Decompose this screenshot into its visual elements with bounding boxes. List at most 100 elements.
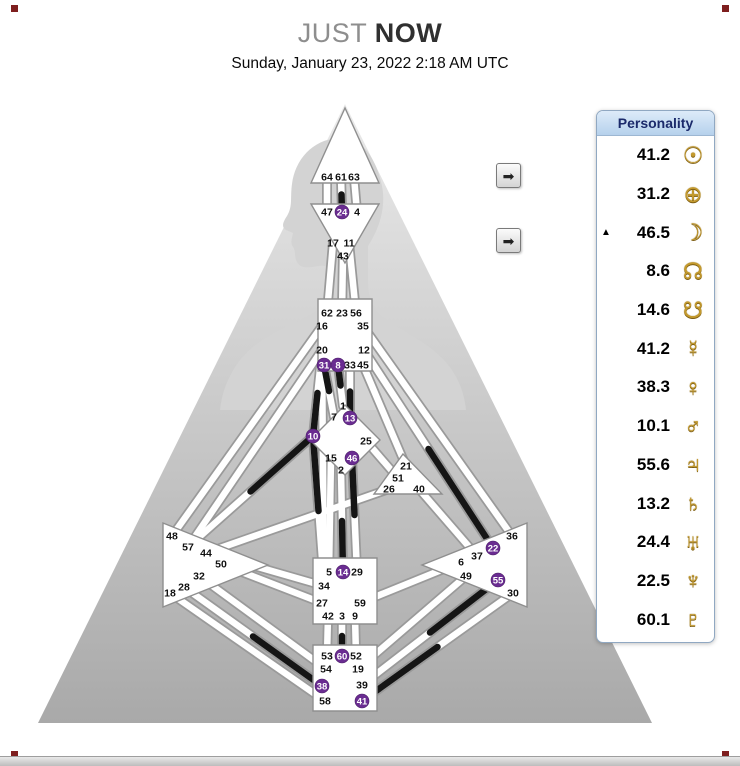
gate-63: 63: [348, 171, 360, 183]
gate-line-value: 8.6: [646, 261, 670, 281]
channel-segment: [195, 572, 330, 673]
gate-52: 52: [350, 650, 362, 662]
channel-segment: [425, 445, 497, 552]
personality-row-mercury: 41.2☿: [601, 329, 709, 368]
gate-54: 54: [320, 663, 332, 675]
gate-3: 3: [339, 610, 345, 622]
gate-55-activated: [490, 572, 506, 588]
gate-line-value: 10.1: [636, 416, 670, 436]
pluto-icon: ♇: [684, 606, 702, 633]
gate-38: 38: [317, 681, 328, 692]
gate-7: 7: [331, 411, 337, 423]
personality-row-venus: 38.3 ♀: [601, 368, 709, 407]
gate-64: 64: [321, 171, 333, 183]
personality-row-saturn: 13.2♄: [601, 484, 709, 523]
step-forward-button-1[interactable]: ➡: [496, 163, 521, 188]
gate-28: 28: [178, 581, 190, 593]
jupiter-icon: ♃: [684, 451, 702, 478]
personality-row-mars: 10.1♂: [601, 407, 709, 446]
gate-29: 29: [351, 566, 363, 578]
channel-segment: [166, 589, 329, 705]
step-forward-button-2[interactable]: ➡: [496, 228, 521, 253]
gate-24: 24: [337, 207, 348, 218]
gate-26: 26: [383, 483, 395, 495]
gate-62: 62: [321, 307, 333, 319]
gate-10-activated: [305, 428, 321, 444]
gate-line-value: 38.3: [636, 377, 670, 397]
channel-segment: [202, 485, 393, 557]
center-ajna: [309, 203, 381, 265]
gate-8: 8: [335, 360, 340, 371]
gate-22: 22: [488, 543, 499, 554]
gate-38-activated: [314, 678, 330, 694]
gate-line-value: 41.2: [636, 338, 670, 358]
center-head: [309, 106, 381, 184]
personality-panel: Personality 41.2☉31.2⊕▲46.5☽8.6☊14.6☋41.…: [596, 110, 715, 643]
personality-panel-title: Personality: [597, 111, 714, 136]
arrow-right-icon: ➡: [502, 232, 515, 249]
gate-line-value: 46.5: [636, 222, 670, 242]
gate-33: 33: [344, 359, 356, 371]
gate-1: 1: [340, 400, 346, 412]
current-line-marker: ▲: [601, 227, 611, 239]
gate-56: 56: [350, 307, 362, 319]
gate-line-value: 14.6: [636, 300, 670, 320]
saturn-icon: ♄: [684, 490, 702, 517]
page-title: JUST NOW: [0, 18, 740, 49]
gate-27: 27: [316, 597, 328, 609]
gate-36: 36: [506, 530, 518, 542]
gate-35: 35: [357, 320, 369, 332]
gate-11: 11: [343, 237, 354, 249]
gate-5: 5: [326, 566, 332, 578]
gate-15: 15: [325, 452, 337, 464]
gate-22-activated: [485, 540, 501, 556]
gate-44: 44: [200, 547, 212, 559]
gate-25: 25: [360, 435, 372, 447]
gate-21: 21: [400, 460, 412, 472]
gate-30: 30: [507, 587, 519, 599]
gate-60: 60: [337, 651, 348, 662]
channel-segment: [184, 346, 326, 551]
channel-segment: [309, 432, 322, 515]
gate-4: 4: [354, 206, 360, 218]
gate-46: 46: [347, 453, 358, 464]
channel-segment: [168, 322, 326, 540]
center-spleen: [162, 521, 270, 609]
gate-20: 20: [316, 344, 328, 356]
gate-47: 47: [321, 206, 333, 218]
gate-line-value: 55.6: [636, 454, 670, 474]
gate-13-activated: [342, 410, 358, 426]
gate-line-value: 41.2: [636, 145, 670, 165]
gate-32: 32: [193, 570, 205, 582]
channel-segment: [247, 432, 317, 495]
arrow-right-icon: ➡: [502, 167, 515, 184]
venus-icon: ♀: [684, 373, 702, 400]
corner-marker: [11, 5, 18, 12]
gate-34: 34: [318, 580, 330, 592]
gate-16: 16: [316, 320, 328, 332]
personality-row-pluto: 60.1♇: [601, 600, 709, 639]
gate-60-activated: [334, 648, 350, 664]
gate-42: 42: [322, 610, 334, 622]
neptune-icon: ♆: [684, 567, 702, 594]
gate-line-value: 22.5: [636, 570, 670, 590]
north-node-icon: ☊: [682, 257, 704, 284]
gate-50: 50: [215, 558, 227, 570]
gate-6: 6: [458, 556, 464, 568]
gate-61: 61: [335, 171, 347, 183]
gate-24-activated: [334, 204, 350, 220]
personality-row-neptune: 22.5 ♆: [601, 562, 709, 601]
corner-marker: [11, 751, 18, 758]
gate-19: 19: [352, 663, 364, 675]
personality-row-sun: 41.2☉: [601, 136, 709, 175]
center-sacral: [312, 557, 378, 625]
center-heart: [372, 452, 444, 495]
gate-18: 18: [164, 587, 176, 599]
bottom-scroll-strip: [0, 756, 740, 766]
channel-segment: [415, 485, 481, 560]
gate-46-activated: [344, 450, 360, 466]
gate-55: 55: [493, 575, 504, 586]
gate-48: 48: [166, 530, 178, 542]
gate-45: 45: [357, 359, 369, 371]
